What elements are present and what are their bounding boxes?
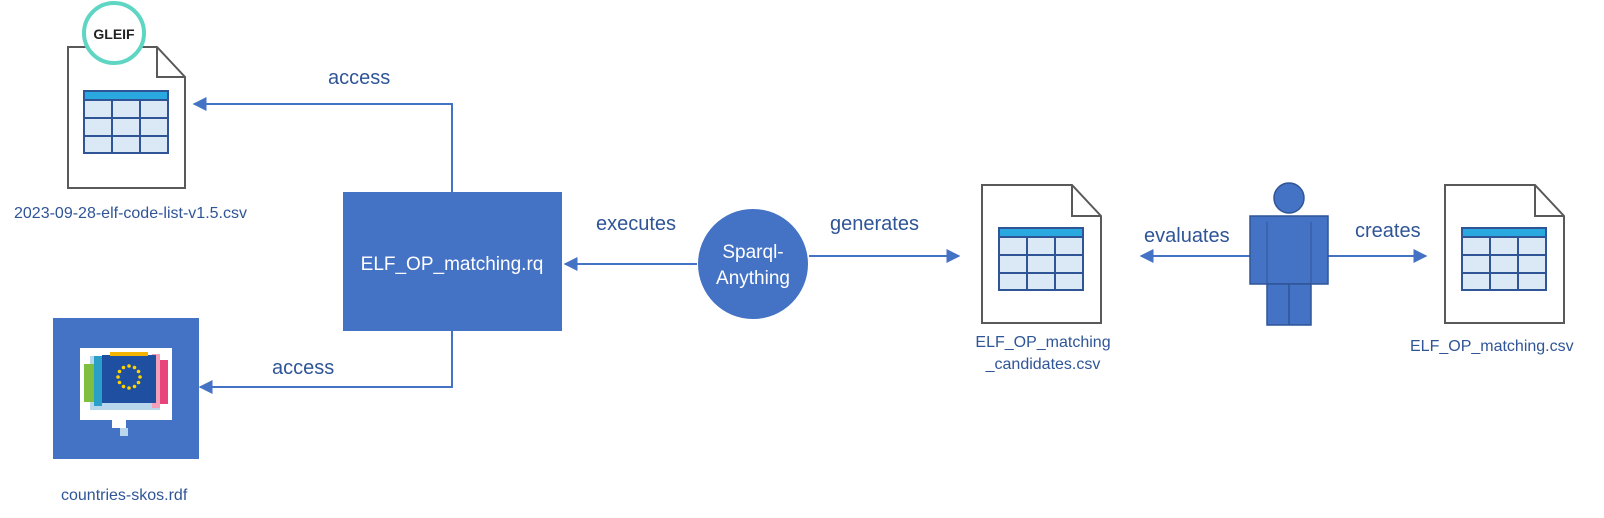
engine-label-line1: Sparql- [722,242,783,263]
edge-label-access-countries: access [272,357,335,379]
eu-vocabulary-icon [53,318,199,459]
gleif-csv-document-icon [67,46,186,189]
edge-access-countries [198,331,453,394]
engine-circle [698,209,808,319]
person-icon [1249,182,1329,326]
edge-label-executes: executes [596,213,677,235]
matching-csv-document-icon [1444,184,1565,324]
edge-label-creates: creates [1355,220,1421,242]
edge-label-generates: generates [830,213,919,235]
countries-rdf-label: countries-skos.rdf [61,487,188,504]
gleif-logo-text: GLEIF [93,26,135,42]
candidates-csv-label-line2: _candidates.csv [985,356,1101,373]
candidates-csv-document-icon [981,184,1102,324]
gleif-csv-label: 2023-09-28-elf-code-list-v1.5.csv [14,205,247,222]
engine-label-line2: Anything [716,268,790,289]
eu-stars [116,364,142,390]
edge-label-access-gleif: access [328,67,391,89]
query-file-label: ELF_OP_matching.rq [361,254,544,275]
edge-access-gleif [192,97,453,192]
matching-csv-label: ELF_OP_matching.csv [1410,338,1574,355]
edge-label-evaluates: evaluates [1144,225,1230,247]
candidates-csv-label-line1: ELF_OP_matching [975,334,1111,351]
query-file-box [343,192,562,331]
gleif-logo: GLEIF [82,1,146,65]
